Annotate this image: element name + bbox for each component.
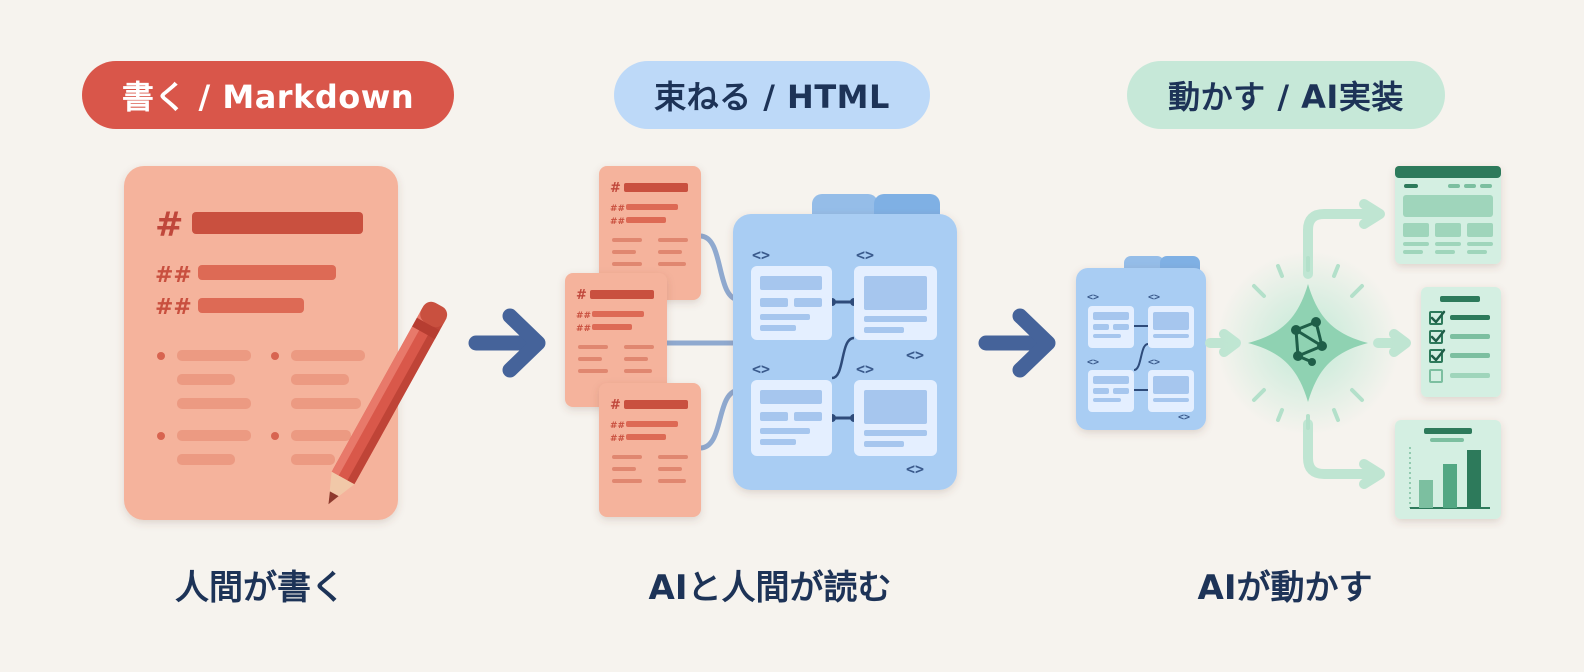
h2-marker: ## — [155, 263, 192, 288]
h2-marker: ## — [155, 295, 192, 320]
html-tag-marker: <> — [752, 360, 770, 378]
arrow-right-icon — [978, 308, 1056, 378]
h1-marker: # — [155, 205, 184, 245]
checklist-output-icon — [1421, 287, 1501, 397]
bar-chart-output-icon — [1395, 420, 1501, 519]
html-tag-marker: <> — [1148, 357, 1160, 368]
html-tag-marker: <> — [906, 460, 924, 478]
h2-marker: ## — [610, 421, 625, 431]
stage-label-write: 書く / Markdown — [82, 61, 454, 129]
h2-marker: ## — [576, 324, 591, 334]
stage-label-bundle: 束ねる / HTML — [614, 61, 930, 129]
h2-marker: ## — [610, 204, 625, 214]
ai-network-star-icon — [1216, 251, 1400, 435]
markdown-document-icon: # ## ## — [124, 166, 398, 520]
pencil-icon — [328, 301, 448, 505]
caption-write: 人間が書く — [175, 567, 345, 608]
html-folder-icon: <> <> <> <> <> — [1076, 256, 1206, 430]
html-tag-marker: <> — [906, 346, 924, 364]
markdown-sheet: # ## ## — [565, 273, 667, 407]
html-tag-marker: <> — [1087, 292, 1099, 303]
markdown-sheet: # ## ## — [599, 383, 701, 517]
h1-marker: # — [610, 181, 621, 196]
h2-marker: ## — [610, 217, 625, 227]
html-tag-marker: <> — [1148, 292, 1160, 303]
html-tag-marker: <> — [1087, 357, 1099, 368]
caption-bundle: AIと人間が読む — [648, 567, 892, 608]
h2-marker: ## — [610, 434, 625, 444]
html-tag-marker: <> — [752, 246, 770, 264]
caption-run: AIが動かす — [1197, 567, 1373, 608]
h2-marker: ## — [576, 311, 591, 321]
h1-marker: # — [576, 288, 587, 303]
html-tag-marker: <> — [856, 246, 874, 264]
h1-marker: # — [610, 398, 621, 413]
stage-label-run: 動かす / AI実装 — [1127, 61, 1445, 129]
web-page-output-icon — [1395, 166, 1501, 264]
html-folder-icon: <> <> <> <> <> <> — [733, 194, 957, 490]
markdown-sheet: # ## ## — [599, 166, 701, 300]
html-tag-marker: <> — [856, 360, 874, 378]
html-tag-marker: <> — [1178, 412, 1190, 423]
arrow-right-icon — [468, 308, 546, 378]
